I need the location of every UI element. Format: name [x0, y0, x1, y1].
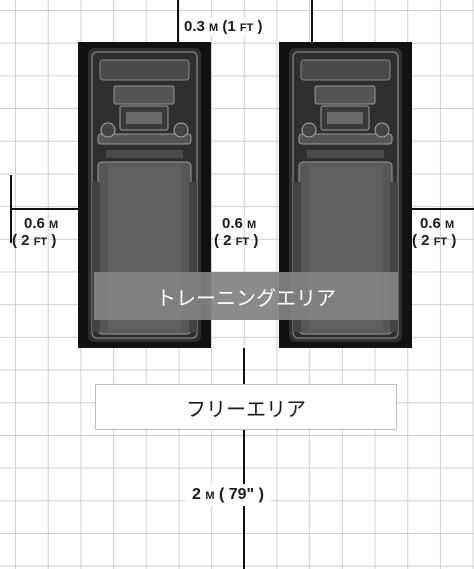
treadmill-icon [88, 48, 201, 342]
free-area-label: フリーエリア [95, 384, 397, 430]
treadmill-bay-left [78, 42, 211, 348]
top-gap-label: 0.3 M (1 FT ) [182, 18, 265, 35]
top-gap-line-right [311, 0, 313, 44]
top-gap-line-left [177, 0, 179, 44]
left-side-line-h [10, 208, 78, 210]
rear-clearance-label: 2 M ( 79" ) [186, 484, 270, 506]
middle-gap-label: 0.6 M ( 2 FT ) [214, 215, 259, 250]
right-side-line [412, 208, 474, 210]
rear-clearance-line-upper [243, 348, 245, 384]
left-side-label: 0.6 M ( 2 FT ) [12, 215, 59, 250]
right-side-label: 0.6 M ( 2 FT ) [412, 215, 457, 250]
training-area-label: トレーニングエリア [94, 272, 398, 320]
